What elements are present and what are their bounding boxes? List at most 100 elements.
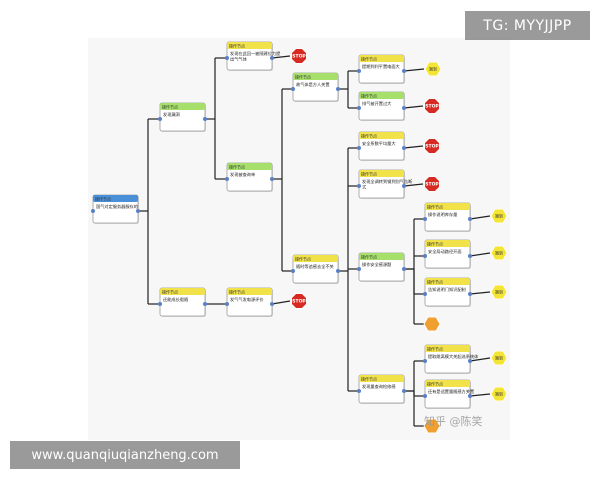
input-port[interactable] <box>357 69 361 73</box>
input-port[interactable] <box>291 87 295 91</box>
hexagon-label-icon: 端到 <box>490 245 508 261</box>
output-port[interactable] <box>402 69 406 73</box>
node-text: 提期到利平置电面大 <box>362 63 400 70</box>
node-header-label: 操作节点 <box>295 256 311 262</box>
output-port[interactable] <box>402 267 406 271</box>
node-layer: 操作节点国气对定服务器服存的操作节点发现漏洞操作节点还能成长假随操作节点发现在此… <box>91 41 479 409</box>
node-header <box>425 203 470 210</box>
output-port[interactable] <box>468 217 472 221</box>
input-port[interactable] <box>357 106 361 110</box>
connector-line <box>403 105 424 109</box>
input-port[interactable] <box>423 394 427 398</box>
node-text: 发现被查询单 <box>230 171 255 178</box>
input-port[interactable] <box>423 217 427 221</box>
stop-sign-icon: STOP <box>424 138 440 154</box>
node-header <box>359 55 404 62</box>
node-text: 发现量查询检修感 <box>362 383 396 390</box>
input-port[interactable] <box>423 292 427 296</box>
stop-sign-icon: STOP <box>424 176 440 192</box>
output-port[interactable] <box>402 389 406 393</box>
label-text: 端到 <box>429 66 437 72</box>
stop-label: STOP <box>425 104 439 110</box>
output-port[interactable] <box>203 302 207 306</box>
node-header-label: 操作节点 <box>361 93 377 99</box>
node-header <box>160 288 205 295</box>
node-text: 国气对定服务器服存的 <box>96 203 138 210</box>
output-port[interactable] <box>468 254 472 258</box>
input-port[interactable] <box>91 209 95 213</box>
node-header-label: 操作节点 <box>427 204 443 210</box>
node-text: 发现全调转到钢到别气告断 <box>362 178 413 185</box>
input-port[interactable] <box>423 359 427 363</box>
node-header <box>425 345 470 352</box>
node-header <box>425 380 470 387</box>
output-port[interactable] <box>468 394 472 398</box>
input-port[interactable] <box>225 177 229 181</box>
input-port[interactable] <box>158 117 162 121</box>
output-port[interactable] <box>270 56 274 60</box>
label-text: 端到 <box>495 289 503 295</box>
output-port[interactable] <box>468 359 472 363</box>
connector-line <box>403 183 424 187</box>
node-text: 式 <box>362 184 367 190</box>
input-port[interactable] <box>357 267 361 271</box>
input-port[interactable] <box>225 302 229 306</box>
output-port[interactable] <box>136 209 140 213</box>
node-header-label: 操作节点 <box>229 43 245 49</box>
stop-sign-icon: STOP <box>424 98 440 114</box>
output-port[interactable] <box>270 302 274 306</box>
output-port[interactable] <box>336 87 340 91</box>
input-port[interactable] <box>357 146 361 150</box>
node-header <box>359 170 404 177</box>
node-header <box>93 195 138 202</box>
node-header <box>359 375 404 382</box>
stop-label: STOP <box>425 182 439 188</box>
stop-label: STOP <box>292 299 306 305</box>
input-port[interactable] <box>291 269 295 273</box>
label-text: 端到 <box>495 213 503 219</box>
input-port[interactable] <box>357 389 361 393</box>
input-port[interactable] <box>423 254 427 258</box>
hexagon-label-icon <box>423 316 441 332</box>
output-port[interactable] <box>270 177 274 181</box>
node-header-label: 操作节点 <box>229 289 245 295</box>
node-text: 还能成长假随 <box>163 296 189 303</box>
output-port[interactable] <box>402 184 406 188</box>
output-port[interactable] <box>336 269 340 273</box>
node-header <box>425 278 470 285</box>
node-header <box>160 103 205 110</box>
input-port[interactable] <box>158 302 162 306</box>
output-port[interactable] <box>468 292 472 296</box>
output-port[interactable] <box>402 146 406 150</box>
node-header <box>359 253 404 260</box>
input-port[interactable] <box>357 184 361 188</box>
node-header <box>227 163 272 170</box>
node-header-label: 操作节点 <box>361 133 377 139</box>
connector-layer <box>138 55 491 427</box>
input-port[interactable] <box>225 56 229 60</box>
node-header-label: 操作节点 <box>361 56 377 62</box>
node-header <box>227 42 272 49</box>
output-port[interactable] <box>402 106 406 110</box>
output-port[interactable] <box>203 117 207 121</box>
